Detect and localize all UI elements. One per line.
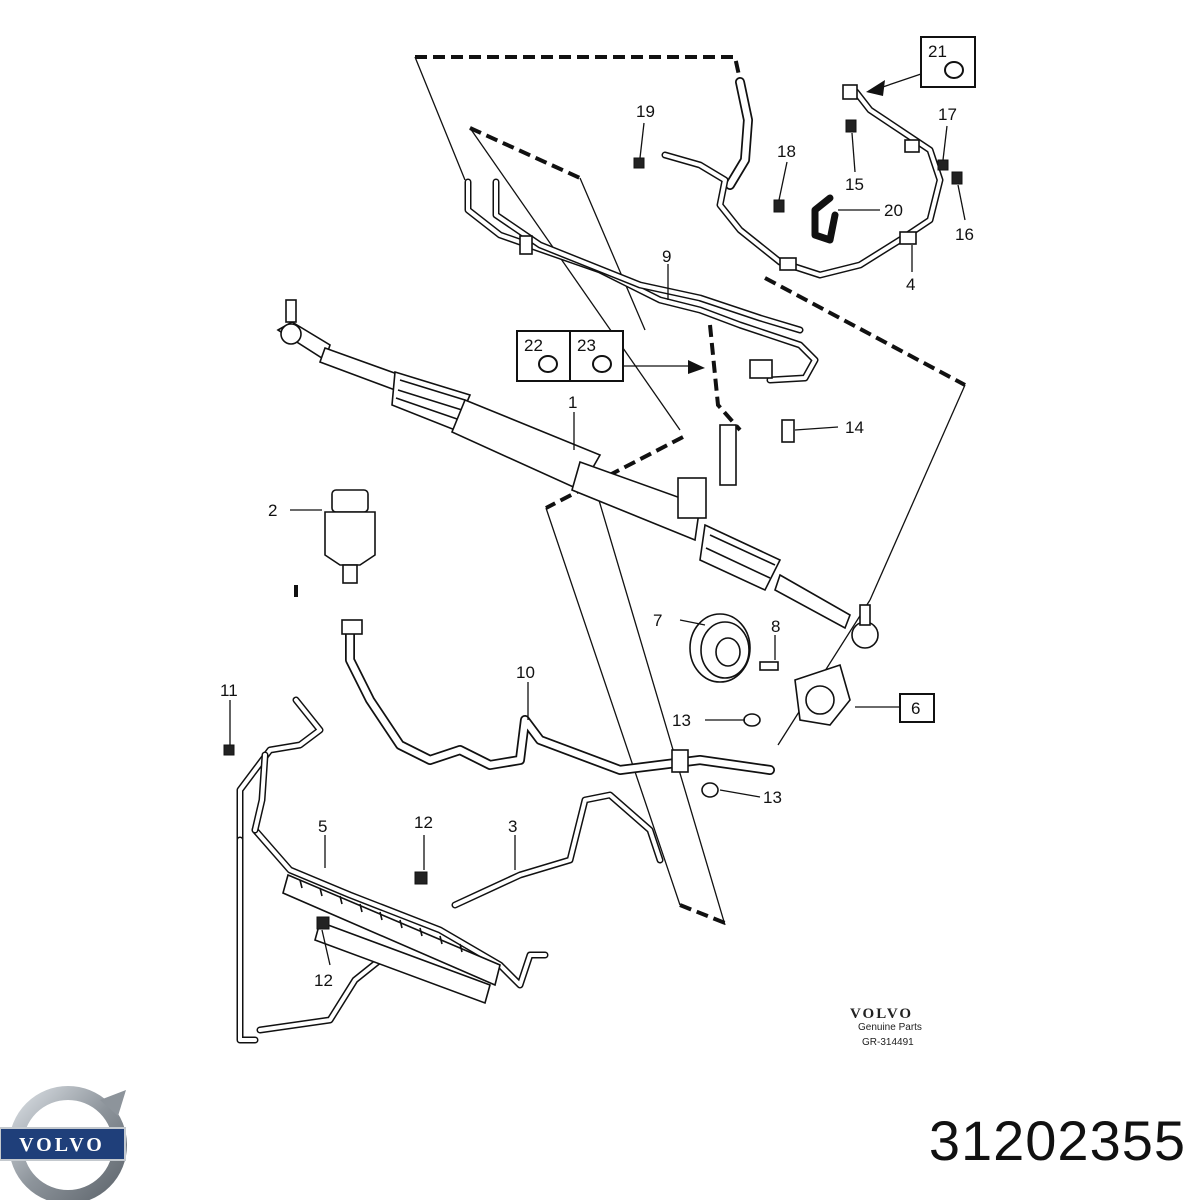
callout-20: 20	[884, 201, 903, 220]
part-number: 31202355	[928, 1109, 1186, 1172]
bolt-18	[773, 199, 785, 213]
callout-16: 16	[955, 225, 974, 244]
bolt-11	[223, 744, 235, 756]
genuine-parts-mark: VOLVO Genuine Parts GR-314491	[850, 1006, 922, 1048]
diagram-code: GR-314491	[862, 1037, 914, 1048]
callout-8: 8	[771, 617, 780, 636]
pulley-7	[689, 613, 751, 683]
steering-gear-1	[276, 299, 879, 649]
callout-7: 7	[653, 611, 662, 630]
callout-11: 11	[220, 681, 238, 700]
pump-6	[794, 663, 851, 726]
callout-4: 4	[906, 275, 915, 294]
bracket-12a	[414, 871, 428, 885]
callout-1: 1	[568, 393, 577, 412]
callout-22: 22	[524, 336, 543, 355]
callout-6: 6	[911, 699, 920, 718]
bolt-19	[633, 157, 645, 169]
callout-13-upper: 13	[672, 711, 691, 730]
callout-2: 2	[268, 501, 277, 520]
volvo-logo: VOLVO	[0, 1086, 127, 1200]
arrow-to-21	[866, 80, 885, 96]
box-22-23	[516, 330, 624, 382]
o-ring-13b	[701, 782, 719, 798]
callout-10: 10	[516, 663, 535, 682]
callout-12-upper: 12	[414, 813, 433, 832]
callout-5: 5	[318, 817, 327, 836]
dashed-outlines	[294, 55, 966, 927]
o-ring-13a	[743, 713, 761, 727]
bracket-12b	[316, 916, 330, 930]
clamp-20	[811, 194, 839, 244]
volvo-logo-wordmark: VOLVO	[19, 1134, 105, 1156]
cooler-5	[282, 873, 501, 1005]
arrow-to-22-23	[688, 360, 705, 374]
bolt-15	[845, 119, 857, 133]
box-21	[920, 36, 976, 88]
bolt-17	[937, 159, 949, 171]
callout-21: 21	[928, 42, 947, 61]
pipe-assembly-9	[464, 178, 819, 384]
reservoir-2	[324, 489, 376, 584]
callout-23: 23	[577, 336, 596, 355]
bolt-16	[951, 171, 963, 185]
callout-3: 3	[508, 817, 517, 836]
hose-assembly-lower	[236, 696, 664, 1044]
genuine-parts-brand: VOLVO	[850, 1006, 913, 1022]
callout-19: 19	[636, 102, 655, 121]
callout-9: 9	[662, 247, 671, 266]
callout-18: 18	[777, 142, 796, 161]
callout-12-lower: 12	[314, 971, 333, 990]
hose-10	[341, 619, 775, 775]
hose-assembly-4	[661, 77, 944, 279]
callout-13-lower: 13	[763, 788, 782, 807]
callout-leaders	[229, 73, 966, 966]
box-6	[899, 693, 935, 723]
callout-14: 14	[845, 418, 864, 437]
bolt-14	[781, 419, 795, 443]
callout-15: 15	[845, 175, 864, 194]
bolt-8	[759, 661, 779, 671]
genuine-parts-subtitle: Genuine Parts	[858, 1022, 922, 1033]
callout-numbers: 1 2 3 4 5 6 7 8 9 10 11 12 12 13 13 14 1…	[220, 42, 974, 990]
callout-17: 17	[938, 105, 957, 124]
